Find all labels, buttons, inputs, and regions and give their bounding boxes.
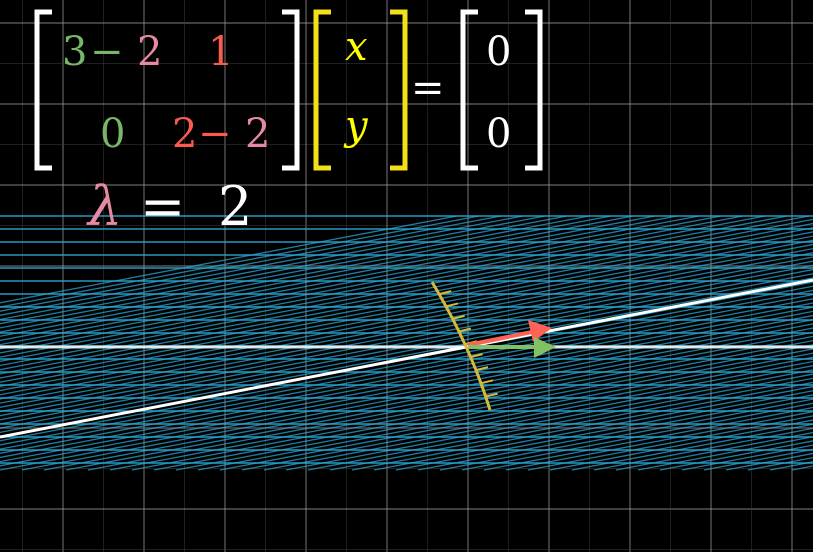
transformed-grid-shear-line — [0, 215, 611, 333]
matrix-brackets — [34, 9, 300, 171]
transformed-grid-shear-line — [0, 215, 655, 342]
transformed-grid-shear-line — [0, 215, 523, 317]
curve-tick — [480, 379, 494, 385]
transformed-grid-shear-line — [0, 215, 479, 308]
transformed-grid-shear-line — [219, 356, 813, 471]
vector-x: x — [345, 24, 368, 70]
transformed-grid-shear-line — [131, 339, 813, 471]
transformed-grid-shear-line — [65, 327, 813, 471]
equals-sign: = — [411, 65, 445, 111]
red-arrow-icon — [467, 320, 552, 347]
transformed-grid-shear-line — [0, 215, 809, 371]
curve-tick — [458, 327, 472, 333]
transformed-grid-shear-line — [0, 215, 589, 329]
transformed-grid-shear-line — [0, 215, 699, 350]
curve-tick — [475, 366, 489, 372]
transformed-grid-shear-line — [549, 419, 813, 471]
lambda-equals: = — [140, 175, 186, 238]
transformed-grid-shear-line — [0, 215, 765, 362]
vector-brackets — [313, 9, 408, 171]
transformed-grid-shear-line — [307, 373, 813, 471]
matrix-r2c1: 0 — [100, 111, 126, 157]
transformed-grid-shear-line — [0, 235, 813, 392]
transformed-grid — [0, 215, 813, 471]
matrix-r1c1-b: 2 — [137, 29, 163, 75]
transformed-grid-shear-line — [0, 215, 633, 337]
transformed-grid-shear-line — [0, 314, 813, 471]
transformed-grid-shear-line — [0, 306, 813, 463]
transformed-grid-shear-line — [0, 215, 787, 367]
lambda-symbol: λ — [88, 175, 123, 238]
transformed-grid-shear-line — [153, 344, 813, 471]
transformed-grid-shear-line — [0, 268, 813, 425]
curve-tick — [452, 314, 465, 320]
transformed-grid-shear-line — [0, 293, 813, 450]
green-arrow-icon — [468, 337, 556, 358]
matrix-r2c2-minus: − — [198, 111, 232, 157]
transformed-grid-shear-line — [43, 323, 813, 471]
matrix-r1c1-a: 3 — [62, 29, 88, 75]
transformed-grid-shear-line — [21, 319, 813, 471]
transformed-grid-shear-line — [0, 273, 813, 429]
transformed-grid-shear-line — [527, 415, 813, 471]
transformed-grid-shear-line — [87, 331, 813, 471]
transformed-grid-shear-line — [0, 252, 813, 408]
lambda-value: 2 — [218, 175, 253, 238]
transformed-grid-shear-line — [571, 423, 813, 471]
transformed-grid-shear-line — [0, 239, 813, 396]
transformed-grid-shear-line — [0, 264, 813, 421]
zero-vector-brackets — [460, 9, 543, 171]
transformed-grid-shear-line — [0, 256, 813, 413]
transformed-grid-shear-line — [0, 231, 813, 388]
transformed-grid-shear-line — [197, 352, 813, 471]
transformed-grid-shear-line — [0, 218, 813, 375]
transformed-grid-shear-line — [0, 215, 545, 321]
curve-tick — [470, 353, 483, 359]
matrix-r1c2: 1 — [208, 29, 234, 75]
transformed-grid-shear-line — [175, 348, 813, 471]
transformed-grid-shear-line — [0, 215, 721, 354]
transformed-grid-shear-line — [329, 377, 813, 471]
transformed-grid-shear-line — [483, 406, 813, 471]
transformed-grid-shear-line — [263, 365, 813, 471]
transformed-grid-shear-line — [0, 215, 567, 325]
eigenvector-span-line — [0, 278, 813, 439]
curve-tick — [445, 302, 459, 308]
transformed-grid-shear-line — [0, 215, 677, 346]
transformed-grid-shear-line — [0, 310, 813, 467]
transformed-grid-shear-line — [285, 369, 813, 471]
transformed-grid-shear-line — [0, 260, 813, 417]
transformed-grid-shear-line — [0, 215, 457, 304]
transformed-grid-shear-line — [505, 411, 813, 471]
curve-tick — [438, 290, 452, 296]
transformed-grid-shear-line — [351, 381, 813, 471]
transformed-grid-shear-line — [373, 385, 813, 471]
transformed-grid-shear-line — [461, 402, 813, 471]
transformed-grid-shear-line — [0, 222, 813, 379]
transformed-grid-shear-line — [0, 227, 813, 383]
curve-tick — [485, 392, 498, 398]
transformed-grid-shear-line — [417, 394, 813, 471]
transformed-grid-shear-line — [241, 360, 813, 471]
transformed-grid-shear-line — [439, 398, 813, 471]
transformed-grid-shear-line — [0, 298, 813, 454]
transformed-grid-shear-line — [395, 390, 813, 471]
transformed-grid-shear-line — [0, 247, 813, 404]
matrix-r2c2-b: 2 — [245, 111, 271, 157]
matrix-r1c1-minus: − — [90, 29, 124, 75]
transformed-grid-shear-line — [0, 215, 743, 358]
zero-vector-bottom: 0 — [486, 111, 512, 157]
transformed-grid-shear-line — [109, 335, 813, 471]
vector-y: y — [345, 103, 368, 149]
transformed-grid-shear-line — [0, 243, 813, 400]
zero-vector-top: 0 — [486, 29, 512, 75]
transformed-grid-shear-line — [0, 215, 501, 312]
transformed-grid-shear-line — [0, 302, 813, 459]
matrix-r2c2-a: 2 — [172, 111, 198, 157]
transformed-grid-shear-line — [0, 285, 813, 442]
